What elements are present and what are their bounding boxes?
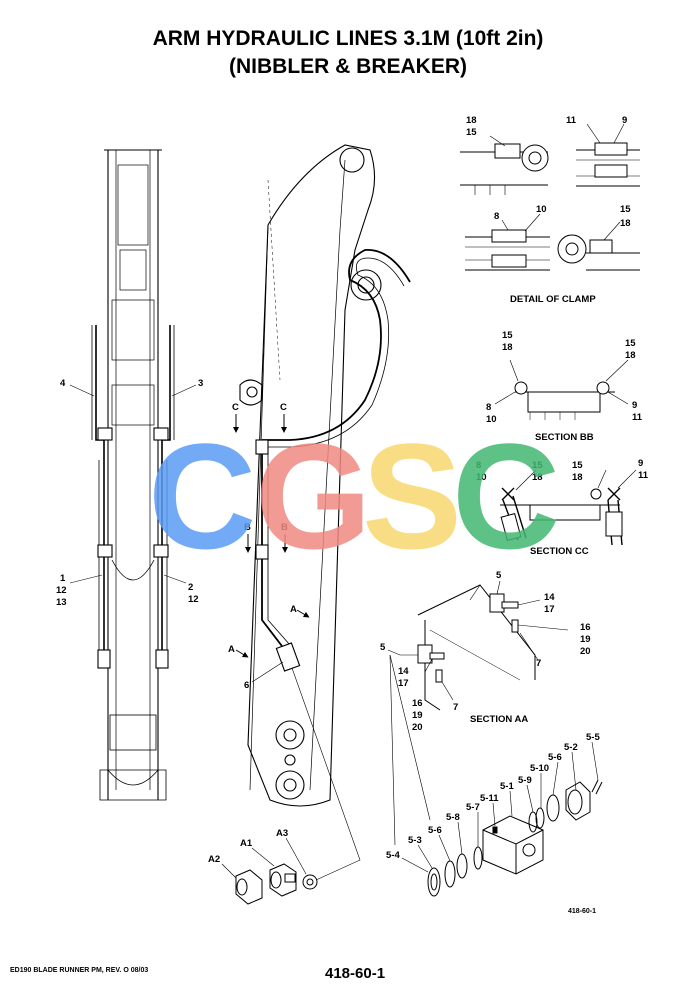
callout: 18 xyxy=(620,218,631,229)
section-mark: B xyxy=(281,522,288,533)
callout: 10 xyxy=(476,472,487,483)
callout: 9 xyxy=(638,458,643,469)
callout: 13 xyxy=(56,597,67,608)
detail-of-clamp xyxy=(460,123,640,271)
section-bb xyxy=(494,359,629,420)
callout: 10 xyxy=(536,204,547,215)
callout: 17 xyxy=(544,604,555,615)
callout: 20 xyxy=(580,646,591,657)
callout: 15 xyxy=(620,204,631,215)
caption-section-cc: SECTION CC xyxy=(530,546,589,557)
callout: A3 xyxy=(276,828,288,839)
callout: 6 xyxy=(244,680,249,691)
arm-top-view xyxy=(69,149,197,801)
callout: 1 xyxy=(60,573,66,584)
callout: A1 xyxy=(240,838,253,849)
page-subtitle: (NIBBLER & BREAKER) xyxy=(229,55,467,78)
section-mark: A xyxy=(228,644,235,655)
section-mark: C xyxy=(232,402,239,413)
callout: 3 xyxy=(198,378,203,389)
callout: 7 xyxy=(536,658,541,669)
section-aa xyxy=(387,580,569,846)
callout: 9 xyxy=(622,115,627,126)
callout: 19 xyxy=(580,634,591,645)
watermark-letter-3: S xyxy=(362,412,462,580)
callout: 5-1 xyxy=(500,781,514,792)
callout-labels: 18 15 11 9 8 10 15 18 DETAIL OF CLAMP 15… xyxy=(56,115,649,865)
watermark-letter-2: G xyxy=(255,412,372,580)
callout: 9 xyxy=(632,400,637,411)
adapter-parts xyxy=(221,837,318,905)
watermark-letter-4: C xyxy=(452,412,560,580)
callout: 15 xyxy=(466,127,477,138)
caption-section-aa: SECTION AA xyxy=(470,714,528,725)
callout: 10 xyxy=(486,414,497,425)
callout: 17 xyxy=(398,678,409,689)
caption-section-bb: SECTION BB xyxy=(535,432,594,443)
callout: 18 xyxy=(502,342,513,353)
callout: 5-10 xyxy=(530,763,549,774)
callout: 5-5 xyxy=(586,732,600,743)
callout: 8 xyxy=(476,460,481,471)
callout: 5-6 xyxy=(428,825,442,836)
callout: 16 xyxy=(580,622,591,633)
callout: 8 xyxy=(486,402,491,413)
caption-detail-of-clamp: DETAIL OF CLAMP xyxy=(510,294,596,305)
callout: 15 xyxy=(572,460,583,471)
callout: 11 xyxy=(566,115,577,126)
callout: 5-4 xyxy=(386,850,400,861)
section-mark: A xyxy=(290,604,297,615)
callout: 15 xyxy=(502,330,513,341)
callout: 18 xyxy=(625,350,636,361)
callout: 14 xyxy=(398,666,409,677)
callout: 8 xyxy=(494,211,499,222)
document-reference: ED190 BLADE RUNNER PM, REV. O 08/03 xyxy=(10,967,148,974)
callout: 12 xyxy=(188,594,199,605)
exploded-fitting-parts xyxy=(401,741,603,897)
watermark: C G S C xyxy=(148,412,560,580)
callout: 18 xyxy=(532,472,543,483)
callout: 7 xyxy=(453,702,458,713)
callout: 15 xyxy=(532,460,543,471)
callout: 14 xyxy=(544,592,555,603)
page-number: 418-60-1 xyxy=(325,965,385,982)
callout: 5-9 xyxy=(518,775,532,786)
callout: 2 xyxy=(188,582,193,593)
watermark-letter-1: C xyxy=(148,412,256,580)
callout: 5-8 xyxy=(446,812,460,823)
callout: 5-6 xyxy=(548,752,562,763)
callout: A2 xyxy=(208,854,220,865)
section-markers xyxy=(233,414,310,658)
callout: 15 xyxy=(625,338,636,349)
callout: 11 xyxy=(638,470,649,481)
drawing-reference: 418-60-1 xyxy=(568,908,596,915)
callout: 5-11 xyxy=(480,793,499,804)
section-cc xyxy=(500,469,637,546)
callout: 5 xyxy=(380,642,386,653)
callout: 5-3 xyxy=(408,835,422,846)
callout: 19 xyxy=(412,710,423,721)
callout: 16 xyxy=(412,698,423,709)
callout: 5-2 xyxy=(564,742,578,753)
callout: 11 xyxy=(632,412,643,423)
page-title: ARM HYDRAULIC LINES 3.1M (10ft 2in) xyxy=(152,27,544,50)
callout: 5-7 xyxy=(466,802,480,813)
section-mark: C xyxy=(280,402,287,413)
callout: 12 xyxy=(56,585,67,596)
callout: 5 xyxy=(496,570,502,581)
callout: 18 xyxy=(572,472,583,483)
arm-side-view xyxy=(239,144,411,881)
section-mark: B xyxy=(244,522,251,533)
callout: 4 xyxy=(60,378,66,389)
callout: 18 xyxy=(466,115,477,126)
callout: 20 xyxy=(412,722,423,733)
